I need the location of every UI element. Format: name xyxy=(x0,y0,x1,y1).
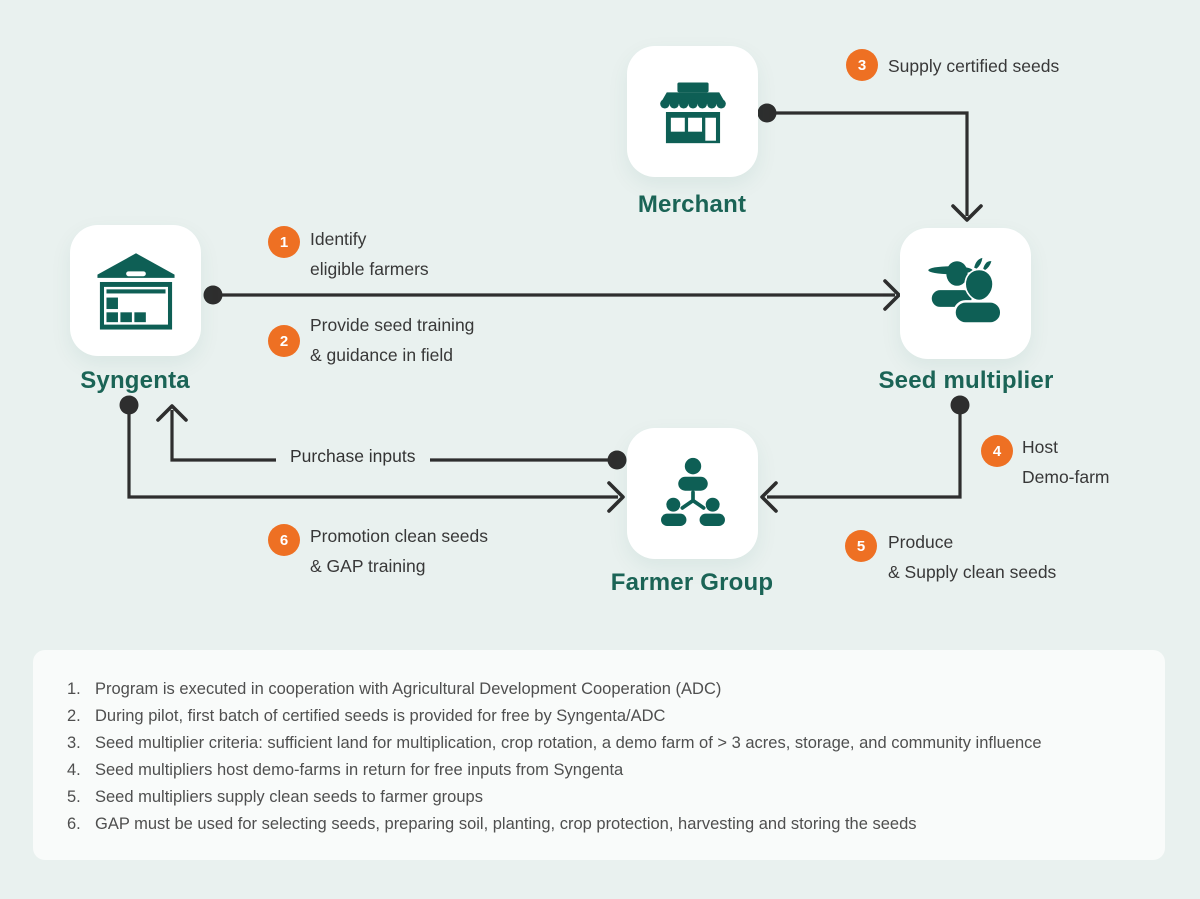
step-1-text: Identify eligible farmers xyxy=(310,224,429,284)
note-item-4: 4. Seed multipliers host demo-farms in r… xyxy=(67,757,1135,784)
farmers-icon xyxy=(927,257,1002,325)
step-4-text: Host Demo-farm xyxy=(1022,432,1110,492)
step-1-line-2: eligible farmers xyxy=(310,259,429,279)
step-3-badge: 3 xyxy=(846,49,878,81)
step-6-line-2: & GAP training xyxy=(310,556,426,576)
note-number: 5. xyxy=(67,788,81,806)
note-number: 4. xyxy=(67,761,81,779)
edge-dot-syngenta-bottom xyxy=(119,395,139,415)
farmer-group-node xyxy=(627,428,758,559)
note-item-5: 5. Seed multipliers supply clean seeds t… xyxy=(67,784,1135,811)
step-1-badge: 1 xyxy=(268,226,300,258)
step-5-line-2: & Supply clean seeds xyxy=(888,562,1057,582)
step-6-text: Promotion clean seeds & GAP training xyxy=(310,521,488,581)
merchant-node xyxy=(627,46,758,177)
arrowhead-down-seed-multiplier xyxy=(951,204,983,222)
note-text: Seed multipliers supply clean seeds to f… xyxy=(95,788,483,806)
arrowhead-up-syngenta xyxy=(156,404,188,422)
people-network-icon xyxy=(660,457,725,526)
note-number: 2. xyxy=(67,707,81,725)
step-5-badge: 5 xyxy=(845,530,877,562)
note-item-6: 6. GAP must be used for selecting seeds,… xyxy=(67,811,1135,838)
edge-dot-farmer-group-left xyxy=(607,450,627,470)
step-5-line-1: Produce xyxy=(888,532,954,552)
note-text: Seed multipliers host demo-farms in retu… xyxy=(95,761,624,779)
step-3-text: Supply certified seeds xyxy=(888,51,1059,81)
note-item-2: 2. During pilot, first batch of certifie… xyxy=(67,703,1135,730)
seed-multiplier-node xyxy=(900,228,1031,359)
note-text: During pilot, first batch of certified s… xyxy=(95,707,666,725)
edge-dot-syngenta-right xyxy=(203,285,223,305)
syngenta-node xyxy=(70,225,201,356)
note-item-1: 1. Program is executed in cooperation wi… xyxy=(67,676,1135,703)
note-item-3: 3. Seed multiplier criteria: sufficient … xyxy=(67,730,1135,757)
farmer-group-label: Farmer Group xyxy=(610,569,774,596)
step-2-line-1: Provide seed training xyxy=(310,315,475,335)
merchant-label: Merchant xyxy=(637,191,747,218)
note-number: 3. xyxy=(67,734,81,752)
note-number: 6. xyxy=(67,815,81,833)
step-4-line-2: Demo-farm xyxy=(1022,467,1110,487)
arrowhead-right-seed-multiplier xyxy=(883,279,901,311)
storefront-icon xyxy=(659,81,726,143)
step-1-line-1: Identify xyxy=(310,229,367,249)
note-text: Seed multiplier criteria: sufficient lan… xyxy=(95,734,1042,752)
step-3-line-1: Supply certified seeds xyxy=(888,56,1060,76)
note-text: GAP must be used for selecting seeds, pr… xyxy=(95,815,917,833)
note-text: Program is executed in cooperation with … xyxy=(95,680,722,698)
syngenta-label: Syngenta xyxy=(80,367,190,394)
step-5-text: Produce & Supply clean seeds xyxy=(888,527,1056,587)
purchase-inputs-label: Purchase inputs xyxy=(276,444,430,469)
notes-panel: 1. Program is executed in cooperation wi… xyxy=(33,650,1165,860)
step-4-badge: 4 xyxy=(981,435,1013,467)
step-2-line-2: & guidance in field xyxy=(310,345,454,365)
step-2-badge: 2 xyxy=(268,325,300,357)
step-2-text: Provide seed training & guidance in fiel… xyxy=(310,310,474,370)
edge-dot-seed-multiplier-bottom xyxy=(950,395,970,415)
edge-dot-merchant-right xyxy=(757,103,777,123)
note-number: 1. xyxy=(67,680,81,698)
warehouse-icon xyxy=(96,252,175,330)
step-6-line-1: Promotion clean seeds xyxy=(310,526,489,546)
arrowhead-left-farmer-group xyxy=(760,481,778,513)
step-6-badge: 6 xyxy=(268,524,300,556)
seed-multiplier-label: Seed multiplier xyxy=(878,367,1054,394)
edge-seed-multiplier-to-farmer-group xyxy=(767,405,962,499)
arrowhead-right-farmer-group xyxy=(607,481,625,513)
step-4-line-1: Host xyxy=(1022,437,1058,457)
